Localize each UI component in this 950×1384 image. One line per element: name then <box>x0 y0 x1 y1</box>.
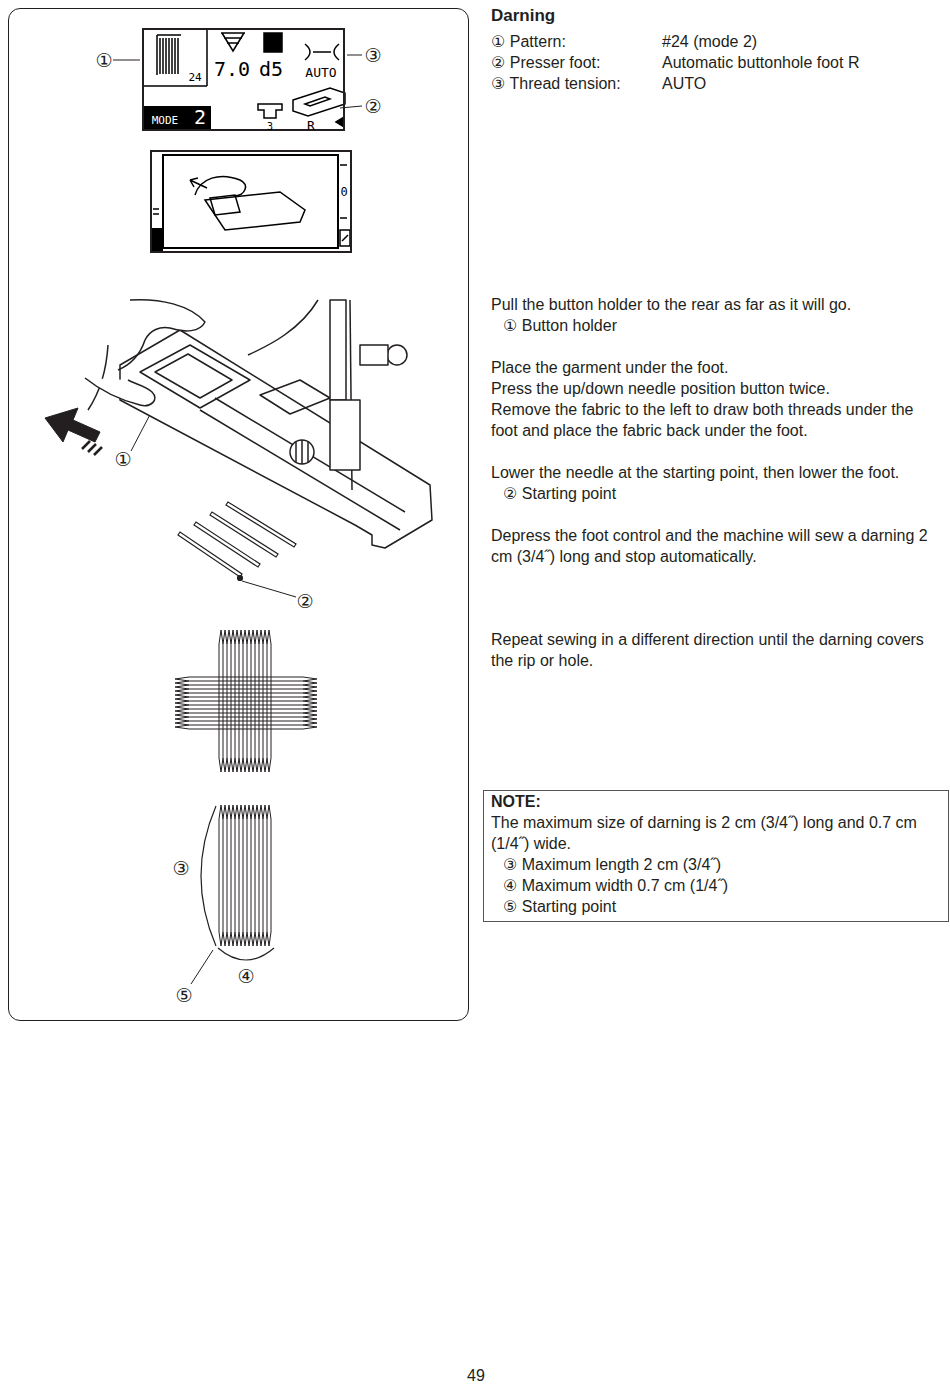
spec-value: AUTO <box>662 73 706 94</box>
note-text: NOTE: <box>491 791 941 812</box>
lcd-readout: 24 <box>188 72 201 83</box>
dimension-bracket <box>201 806 216 946</box>
spec-label: ③ Thread tension: <box>491 73 621 94</box>
callout-legend: ① Button holder <box>503 315 617 336</box>
lcd-icons <box>264 33 282 52</box>
section-title: Darning <box>491 5 555 26</box>
buttonhole-foot-illustration <box>260 380 330 414</box>
lcd-readout: AUTO <box>305 66 336 79</box>
lcd-screen: 24 7.0 d5 AUTO MODE 2 3 R <box>142 28 345 131</box>
dimension-bracket <box>218 948 274 960</box>
buttonhole-foot-illustration <box>330 400 360 470</box>
figure-panel: ① ③ ② ① ② ③ ④ ⑤ 24 7.0 d5 AUTO MODE 2 3 R 0 <box>8 8 469 1021</box>
lcd-screen-illustration <box>150 155 350 253</box>
buttonhole-foot-illustration <box>85 300 432 548</box>
darning-stitches <box>219 805 271 946</box>
instruction-text: Press the up/down needle position button… <box>491 378 830 399</box>
note-text: The maximum size of darning is 2 cm (3/4… <box>491 812 941 854</box>
lcd-readout: 3 <box>267 122 273 132</box>
stitch-lines <box>238 576 243 581</box>
lcd-screen-illustration <box>210 195 240 215</box>
buttonhole-foot-illustration <box>85 378 155 406</box>
direction-arrow <box>45 408 102 455</box>
spec-value: Automatic buttonhole foot R <box>662 52 859 73</box>
spec-value: #24 (mode 2) <box>662 31 757 52</box>
callout-number: ① <box>95 51 112 70</box>
lcd-readout: d5 <box>259 59 283 79</box>
callout-number: ③ <box>172 859 189 878</box>
callout-number: ③ <box>364 46 381 65</box>
callout-number: ⑤ <box>175 986 192 1005</box>
buttonhole-foot-illustration <box>120 330 432 548</box>
lcd-icons <box>143 30 345 130</box>
lcd-icons <box>157 35 181 75</box>
note-text: ③ Maximum length 2 cm (3/4˝) <box>491 854 941 875</box>
darning-stitches <box>175 677 317 729</box>
buttonhole-foot-illustration <box>155 354 232 398</box>
lcd-screen-illustration <box>205 192 305 230</box>
stitch-lines <box>210 512 278 557</box>
callout-number: ② <box>296 592 313 611</box>
buttonhole-foot-illustration <box>140 345 250 408</box>
leader-line <box>191 950 213 984</box>
buttonhole-foot-illustration <box>296 440 308 464</box>
lcd-screen-illustration <box>195 176 245 196</box>
note-text: ⑤ Starting point <box>491 896 941 917</box>
lcd-readout: R <box>307 119 315 132</box>
instruction-text: Lower the needle at the starting point, … <box>491 462 899 483</box>
leader-line <box>113 55 362 984</box>
callout-number: ④ <box>237 967 254 986</box>
lcd-icons <box>143 106 211 130</box>
lcd-readout: 2 <box>194 107 206 127</box>
lcd-icons <box>336 117 344 127</box>
note-box: NOTE:The maximum size of darning is 2 cm… <box>483 790 949 922</box>
dimension-bracket <box>201 806 274 960</box>
lcd-readout: 0 <box>340 186 347 198</box>
leader-line <box>347 55 362 56</box>
buttonhole-foot-illustration <box>360 345 388 365</box>
stitch-lines <box>178 532 242 577</box>
note-text: ④ Maximum width 0.7 cm (1/4˝) <box>491 875 941 896</box>
lcd-icons <box>258 104 282 118</box>
lcd-screen-illustration <box>163 155 338 248</box>
buttonhole-foot-illustration <box>130 300 205 340</box>
buttonhole-foot-illustration <box>88 345 108 410</box>
buttonhole-foot-illustration <box>248 300 318 355</box>
stitch-lines <box>178 502 296 581</box>
buttonhole-foot-illustration <box>330 300 346 400</box>
callout-legend: ② Starting point <box>503 483 616 504</box>
callout-number: ① <box>114 450 131 469</box>
instruction-text: Place the garment under the foot. <box>491 357 728 378</box>
instruction-text: Pull the button holder to the rear as fa… <box>491 294 851 315</box>
spec-label: ① Pattern: <box>491 31 566 52</box>
lcd-screen-illustration <box>153 165 347 218</box>
buttonhole-foot-illustration <box>387 345 407 365</box>
direction-arrow <box>45 408 100 442</box>
stitch-lines <box>194 522 260 567</box>
leader-line <box>242 581 296 597</box>
lcd-icons <box>144 30 207 86</box>
lcd-icons <box>293 88 345 116</box>
lcd-icons <box>305 97 330 106</box>
lcd-readout: MODE <box>152 115 179 126</box>
buttonhole-foot-illustration <box>118 340 145 370</box>
callout-number: ② <box>364 97 381 116</box>
lcd-icons <box>305 44 339 60</box>
stitch-lines <box>226 502 296 547</box>
lcd-screen: 0 <box>150 150 352 253</box>
lcd-icons <box>221 33 245 51</box>
direction-arrow <box>82 441 102 455</box>
instruction-text: Remove the fabric to the left to draw bo… <box>491 399 941 441</box>
lcd-readout: 7.0 <box>214 59 250 79</box>
page-number: 49 <box>467 1365 485 1384</box>
lcd-screen-illustration <box>340 230 350 246</box>
darning-stitches <box>175 630 317 946</box>
instruction-text: Depress the foot control and the machine… <box>491 525 941 567</box>
leader-line <box>113 60 140 61</box>
buttonhole-foot-illustration <box>290 440 314 464</box>
spec-label: ② Presser foot: <box>491 52 601 73</box>
buttonhole-foot-illustration <box>200 398 405 530</box>
instruction-text: Repeat sewing in a different direction u… <box>491 629 941 671</box>
